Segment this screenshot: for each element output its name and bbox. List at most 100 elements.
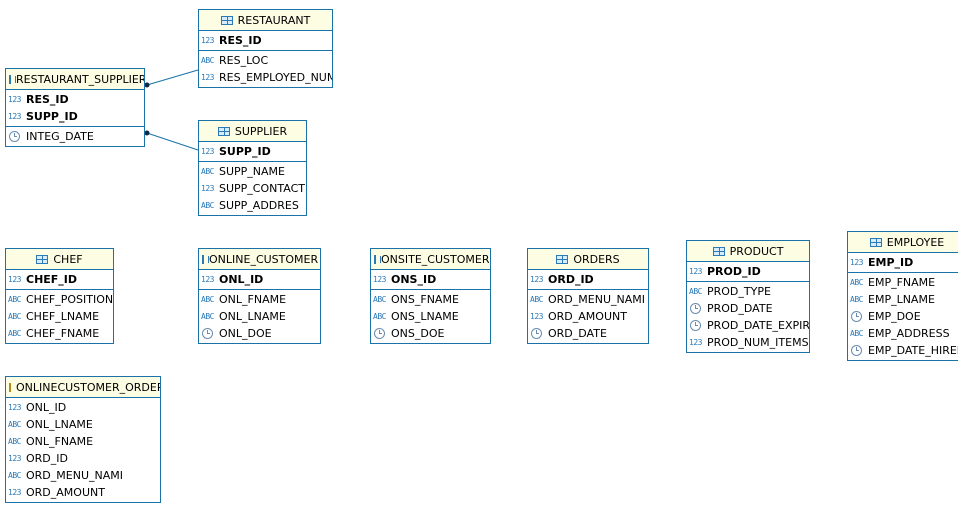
entity-header[interactable]: RESTAURANT_SUPPLIER xyxy=(6,69,144,90)
text-type-icon: ABC xyxy=(201,167,214,176)
column-name: RES_EMPLOYED_NUM xyxy=(219,71,332,84)
column-name: ORD_AMOUNT xyxy=(548,310,627,323)
text-type-icon: ABC xyxy=(201,295,214,304)
column-row[interactable]: ORD_DATE xyxy=(528,325,648,342)
text-type-icon: ABC xyxy=(201,56,214,65)
entity-header[interactable]: RESTAURANT xyxy=(199,10,332,31)
numeric-type-icon: 123 xyxy=(8,403,21,412)
column-row[interactable]: EMP_DATE_HIRED xyxy=(848,342,958,359)
numeric-type-icon: 123 xyxy=(201,147,214,156)
entity-name: RESTAURANT xyxy=(237,13,311,27)
entity-header[interactable]: ORDERS xyxy=(528,249,648,270)
relationship-line[interactable] xyxy=(146,69,199,86)
column-name: CHEF_LNAME xyxy=(26,310,100,323)
column-row[interactable]: ONS_DOE xyxy=(371,325,490,342)
entity-header[interactable]: PRODUCT xyxy=(687,241,809,262)
entity-name: ONSITE_CUSTOMER xyxy=(381,252,490,266)
text-type-icon: ABC xyxy=(8,329,21,338)
column-name: CHEF_ID xyxy=(26,273,78,286)
clock-icon xyxy=(9,131,20,142)
entity-header[interactable]: CHEF xyxy=(6,249,113,270)
numeric-type-icon: 123 xyxy=(689,338,702,347)
text-type-icon: ABC xyxy=(530,295,543,304)
table-icon xyxy=(9,74,16,84)
column-name: EMP_ID xyxy=(868,256,914,269)
entity-onlinecustomer-order[interactable]: ONLINECUSTOMER_ORDER 123 ONL_ID ABC ONL_LNAM… xyxy=(5,376,161,503)
entity-name: SUPPLIER xyxy=(234,124,288,138)
entity-header[interactable]: ONLINECUSTOMER_ORDER xyxy=(6,377,160,398)
column-name: EMP_LNAME xyxy=(868,293,935,306)
entity-header[interactable]: ONLINE_CUSTOMER xyxy=(199,249,320,270)
column-name: ONL_ID xyxy=(219,273,264,286)
column-row[interactable]: PROD_DATE_EXPIRE xyxy=(687,317,809,334)
column-row[interactable]: ABC ONL_LNAME xyxy=(6,416,160,433)
entity-header[interactable]: EMPLOYEE xyxy=(848,232,958,253)
column-row[interactable]: ONL_DOE xyxy=(199,325,320,342)
column-name: PROD_DATE xyxy=(707,302,773,315)
column-name: ONL_ID xyxy=(26,401,67,414)
column-row[interactable]: 123 ONL_ID xyxy=(6,399,160,416)
column-row[interactable]: EMP_DOE xyxy=(848,308,958,325)
entity-header[interactable]: ONSITE_CUSTOMER xyxy=(371,249,490,270)
column-name: ONL_LNAME xyxy=(26,418,93,431)
entity-name: CHEF xyxy=(53,252,83,266)
text-type-icon: ABC xyxy=(8,420,21,429)
entity-header[interactable]: SUPPLIER xyxy=(199,121,306,142)
column-name: RES_ID xyxy=(219,34,262,47)
entity-name: ONLINECUSTOMER_ORDER xyxy=(16,380,160,394)
text-type-icon: ABC xyxy=(850,329,863,338)
relationship-line[interactable] xyxy=(146,132,199,151)
table-icon xyxy=(556,254,569,264)
table-icon xyxy=(202,254,209,264)
entity-name: RESTAURANT_SUPPLIER xyxy=(16,72,144,86)
column-row[interactable]: PROD_DATE xyxy=(687,300,809,317)
column-row[interactable]: INTEG_DATE xyxy=(6,128,144,145)
